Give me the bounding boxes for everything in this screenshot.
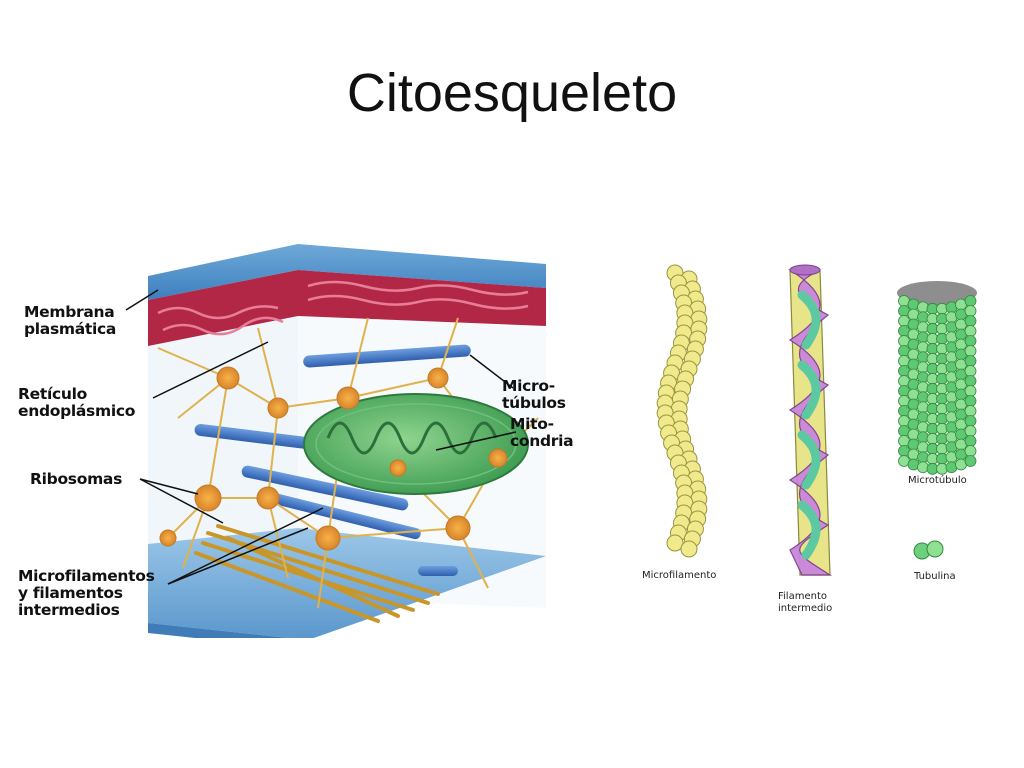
endoplasmic-reticulum (148, 270, 546, 346)
label-microtubulos: Micro- túbulos (502, 377, 566, 412)
tubulin-dimer (913, 540, 944, 560)
mitochondrion (303, 393, 529, 495)
top-membrane (148, 244, 546, 300)
cell-illustration-svg (125, 244, 546, 650)
tubulin-bead (964, 325, 977, 337)
leader-lines (125, 289, 517, 585)
tubulin-bead (964, 405, 977, 417)
tubulin-bead (964, 425, 977, 437)
label-tubulina: Tubulina (914, 571, 956, 582)
tubulin-bead (964, 335, 977, 347)
label-filamento-intermedio: Filamento intermedio (778, 591, 833, 614)
microtubule-cylinder (897, 281, 977, 475)
cytoskeleton-cell-illustration: Membrana plasmática Retículo endoplásmic… (18, 238, 588, 650)
tubulin-bead (964, 415, 977, 427)
label-microfilamentos: Microfilamentos y filamentos intermedios (18, 567, 155, 619)
tubulin-bead (964, 315, 977, 327)
tubulin-bead (964, 365, 977, 377)
label-mitocondria: Mito- condria (510, 415, 574, 450)
actin-bead (680, 540, 698, 558)
microfilament-bundle (194, 524, 440, 623)
tubulin-bead (964, 375, 977, 387)
tubulin-bead (964, 445, 977, 457)
intermediate-filament-rope (787, 264, 833, 576)
tubulin-bead (964, 295, 977, 307)
tubulin-bead (964, 355, 977, 367)
tubulin-bead (964, 345, 977, 357)
label-reticulo-endoplasmico: Retículo endoplásmico (18, 385, 136, 420)
slide-title: Citoesqueleto (346, 63, 678, 123)
label-microtubulo: Microtúbulo (908, 475, 967, 486)
tubulin-bead (964, 305, 977, 317)
filament-types-illustration: Microfilamento Filamento intermedio Micr… (630, 255, 1000, 625)
label-microfilamento: Microfilamento (642, 570, 717, 581)
ribosomes (159, 366, 508, 551)
tubulin-bead (964, 455, 977, 467)
label-membrana-plasmatica: Membrana plasmática (24, 303, 117, 338)
er-folds (157, 280, 529, 336)
tubulin-bead (964, 385, 977, 397)
tubulin-bead (964, 435, 977, 447)
tubulin-bead (964, 395, 977, 407)
label-ribosomas: Ribosomas (30, 470, 123, 488)
filament-types-svg (656, 264, 977, 576)
microtubules (194, 344, 471, 576)
microfilament-beads (656, 264, 708, 558)
